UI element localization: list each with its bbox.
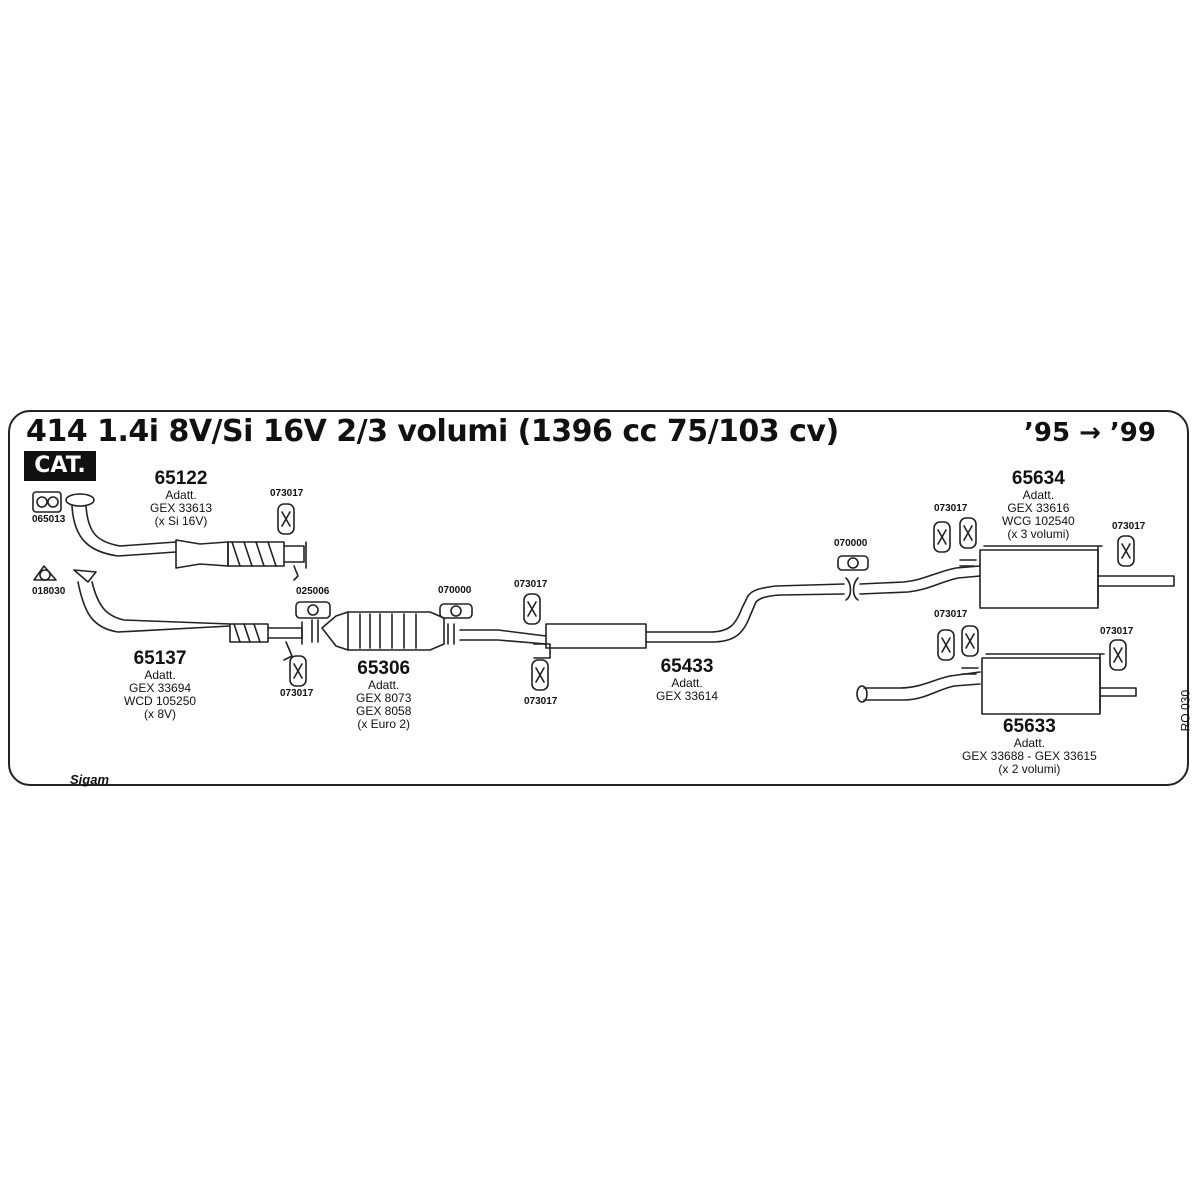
part-number: 65633 <box>1002 716 1056 737</box>
code-073017: 073017 <box>280 688 314 699</box>
part-line: Adatt. <box>144 668 176 682</box>
code-073017: 073017 <box>270 488 304 499</box>
part-line: GEX 8058 <box>356 704 412 718</box>
center-silencer-65433 <box>459 583 845 659</box>
part-line: (x Si 16V) <box>154 514 208 528</box>
part-line: (x 3 volumi) <box>1007 527 1070 541</box>
reference-code: RO 030 <box>1178 690 1192 732</box>
front-pipe-65137 <box>73 569 303 661</box>
rubber-mount-icon-2 <box>289 655 307 687</box>
rubber-mount-icon-8 <box>1109 639 1127 671</box>
code-073017: 073017 <box>934 503 968 514</box>
part-line: (x 8V) <box>144 707 177 721</box>
rubber-mount-icon-3 <box>523 593 541 625</box>
part-number: 65634 <box>1011 468 1065 489</box>
code-073017: 073017 <box>934 609 968 620</box>
label-65634: 65634 Adatt. GEX 33616 WCG 102540 (x 3 v… <box>1002 468 1075 541</box>
clamp-middle-icon <box>447 623 455 645</box>
label-65137: 65137 Adatt. GEX 33694 WCD 105250 (x 8V) <box>124 648 196 721</box>
part-number: 65137 <box>133 648 187 669</box>
gasket-065013-icon <box>32 491 62 513</box>
label-65433: 65433 Adatt. GEX 33614 <box>656 656 718 703</box>
part-number: 65433 <box>660 656 714 677</box>
rubber-mount-icon-5 <box>933 517 977 553</box>
clamp-icon <box>311 619 319 643</box>
clamp-right-icon <box>845 577 859 601</box>
page-title: 414 1.4i 8V/Si 16V 2/3 volumi (1396 cc 7… <box>26 414 839 449</box>
code-073017: 073017 <box>1100 626 1134 637</box>
gasket-018030-icon <box>33 565 57 581</box>
gasket-070000-right-icon <box>837 555 869 571</box>
part-line: GEX 33694 <box>129 681 192 695</box>
part-number: 65122 <box>154 468 208 489</box>
code-073017: 073017 <box>1112 521 1146 532</box>
part-line: GEX 33616 <box>1007 501 1070 515</box>
gasket-070000-middle-icon <box>439 603 473 619</box>
year-range: ’95 → ’99 <box>1023 418 1156 448</box>
part-line: GEX 33614 <box>656 689 719 703</box>
label-65122: 65122 Adatt. GEX 33613 (x Si 16V) <box>150 468 212 528</box>
code-070000: 070000 <box>438 585 472 596</box>
catalytic-converter-65306 <box>321 611 445 651</box>
rubber-mount-icon-7 <box>937 625 979 661</box>
rear-silencer-65633 <box>856 653 1137 715</box>
part-line: Adatt. <box>165 488 197 502</box>
part-number: 65306 <box>357 658 411 679</box>
front-pipe-65122 <box>65 493 307 581</box>
part-line: (x 2 volumi) <box>998 762 1061 776</box>
part-line: GEX 8073 <box>356 691 412 705</box>
code-065013: 065013 <box>32 514 66 525</box>
code-025006: 025006 <box>296 586 330 597</box>
rubber-mount-icon-6 <box>1117 535 1135 567</box>
part-line: Adatt. <box>368 678 400 692</box>
rubber-mount-icon-4 <box>531 659 549 691</box>
part-line: GEX 33688 - GEX 33615 <box>962 749 1097 763</box>
part-line: Adatt. <box>1022 488 1055 502</box>
code-018030: 018030 <box>32 586 66 597</box>
rear-silencer-65634 <box>859 545 1175 609</box>
label-65306: 65306 Adatt. GEX 8073 GEX 8058 (x Euro 2… <box>356 658 411 731</box>
brand-logo: Sigam <box>70 772 110 787</box>
part-line: WCD 105250 <box>124 694 197 708</box>
diagram-frame <box>8 410 1189 786</box>
part-line: GEX 33613 <box>150 501 213 515</box>
code-073017: 073017 <box>514 579 548 590</box>
gasket-025006-icon <box>295 601 331 619</box>
part-line: Adatt. <box>1013 736 1046 750</box>
rubber-mount-icon-1 <box>277 503 295 535</box>
code-070000: 070000 <box>834 538 868 549</box>
part-line: (x Euro 2) <box>357 717 411 731</box>
part-line: Adatt. <box>671 676 703 690</box>
cat-badge: CAT. <box>24 451 96 481</box>
part-line: WCG 102540 <box>1002 514 1075 528</box>
code-073017: 073017 <box>524 696 558 707</box>
label-65633: 65633 Adatt. GEX 33688 - GEX 33615 (x 2 … <box>962 716 1097 776</box>
